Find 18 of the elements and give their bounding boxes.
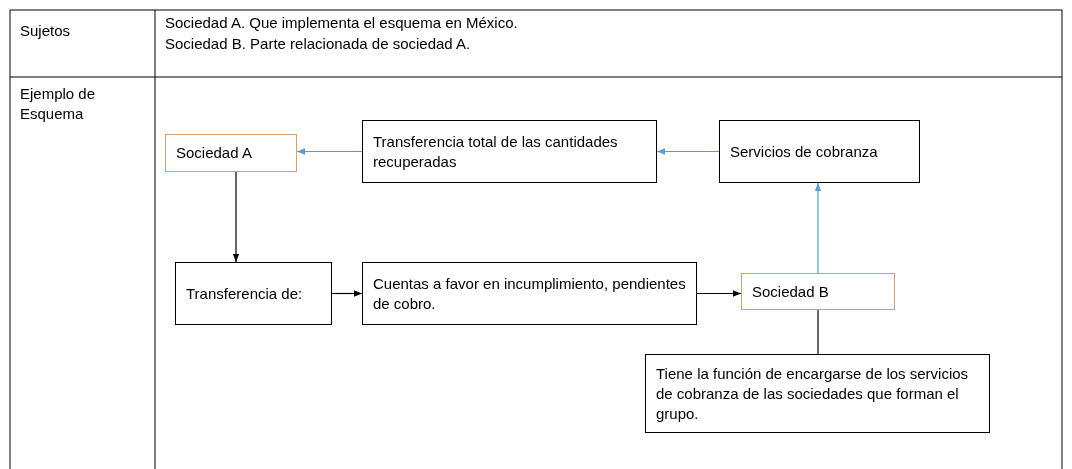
process-box: Tiene la función de encargarse de los servicios de cobranza de las sociedades que forman el grupo. bbox=[645, 354, 990, 433]
connector-line bbox=[817, 309, 819, 355]
row-header: Sujetos bbox=[20, 21, 71, 41]
arrow bbox=[696, 290, 742, 297]
process-box: Cuentas a favor en incumplimiento, pendientes de cobro. bbox=[362, 262, 697, 325]
arrow bbox=[331, 290, 363, 297]
process-box: Sociedad B bbox=[741, 273, 895, 310]
row-header: Ejemplo de Esquema bbox=[20, 84, 97, 124]
arrow bbox=[296, 148, 363, 155]
arrow bbox=[232, 171, 240, 263]
table-text: Sociedad B. Parte relacionada de sociedad A. bbox=[165, 34, 471, 54]
arrow bbox=[656, 148, 720, 155]
process-box: Sociedad A bbox=[165, 134, 297, 172]
process-box: Transferencia de: bbox=[175, 262, 332, 325]
process-box: Servicios de cobranza bbox=[719, 120, 920, 183]
process-box: Transferencia total de las cantidades recuperadas bbox=[362, 120, 657, 183]
arrow bbox=[814, 182, 822, 274]
table-text: Sociedad A. Que implementa el esquema en México. bbox=[165, 13, 518, 33]
